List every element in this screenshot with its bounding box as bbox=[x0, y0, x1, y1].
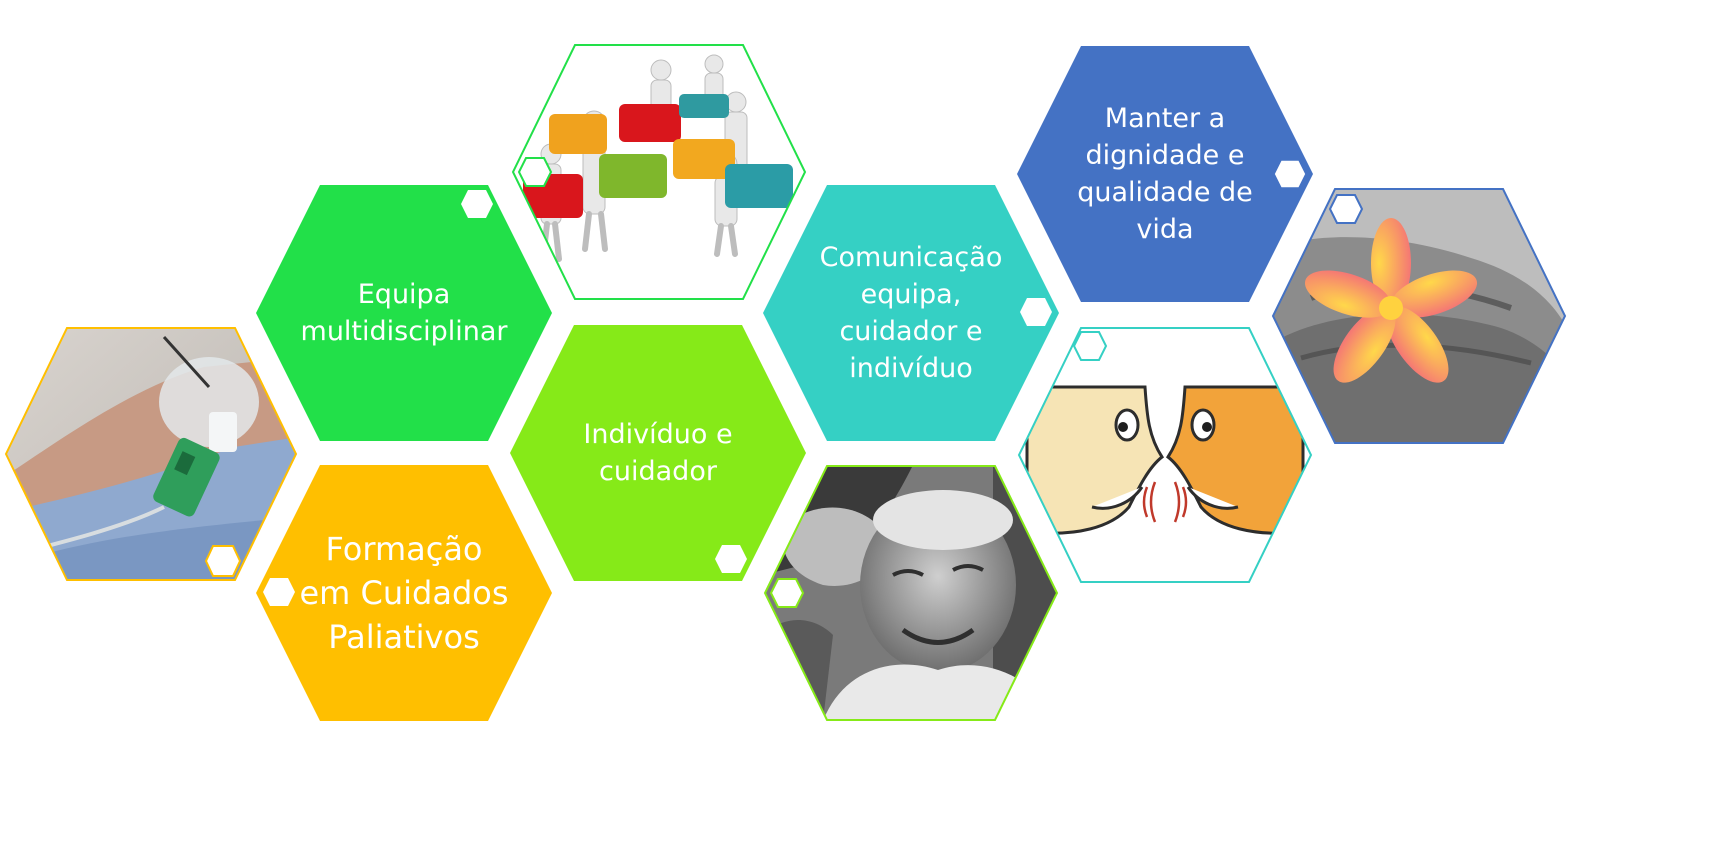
elder-kiss-hex bbox=[763, 465, 1059, 721]
nebulizer-mask-picture bbox=[4, 327, 298, 581]
small-hex-marker bbox=[1020, 298, 1052, 326]
small-hex-marker bbox=[263, 578, 295, 606]
small-hex-marker bbox=[1072, 331, 1108, 361]
manter-hex-shape bbox=[1017, 46, 1313, 302]
formacao-hex-shape bbox=[256, 465, 552, 721]
nebulizer-mask-hex bbox=[4, 327, 298, 581]
flower-hands-hex bbox=[1271, 188, 1567, 444]
comunicacao-hex-shape bbox=[763, 185, 1059, 441]
formacao-hex: Formação em Cuidados Paliativos bbox=[256, 465, 552, 721]
equipa-hex: Equipa multidisciplinar bbox=[256, 185, 552, 441]
small-hex-marker bbox=[1273, 159, 1307, 189]
equipa-hex-shape bbox=[256, 185, 552, 441]
individuo-hex: Indivíduo e cuidador bbox=[510, 325, 806, 581]
speaking-faces-hex bbox=[1017, 327, 1313, 583]
small-hex-marker bbox=[1328, 194, 1364, 224]
small-hex-marker bbox=[769, 578, 805, 608]
comunicacao-hex: Comunicação equipa, cuidador e indivíduo bbox=[763, 185, 1059, 441]
small-hex-marker bbox=[517, 157, 553, 187]
small-hex-marker bbox=[204, 545, 242, 577]
puzzle-team-picture bbox=[511, 44, 807, 300]
puzzle-team-hex bbox=[511, 44, 807, 300]
elder-kiss-picture bbox=[763, 465, 1059, 721]
manter-hex: Manter a dignidade e qualidade de vida bbox=[1017, 46, 1313, 302]
individuo-hex-shape bbox=[510, 325, 806, 581]
speaking-faces-picture bbox=[1017, 327, 1313, 583]
small-hex-marker bbox=[715, 545, 747, 573]
small-hex-marker bbox=[461, 190, 493, 218]
flower-hands-picture bbox=[1271, 188, 1567, 444]
